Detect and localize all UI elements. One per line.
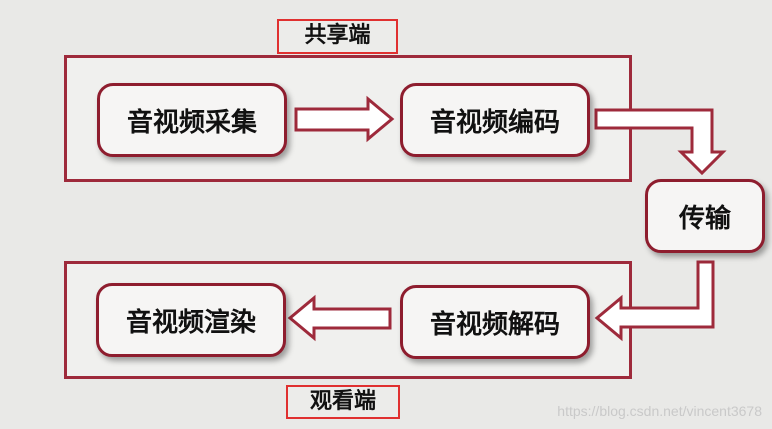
share-side-label: 共享端 [277, 19, 398, 54]
node-capture: 音视频采集 [97, 83, 287, 157]
arrow-decode-to-render [287, 294, 392, 342]
watermark-text: https://blog.csdn.net/vincent3678 [557, 403, 762, 419]
node-render: 音视频渲染 [96, 283, 286, 357]
view-side-label: 观看端 [286, 385, 400, 419]
node-encode: 音视频编码 [400, 83, 590, 157]
arrow-encode-to-transmit [594, 108, 727, 176]
arrow-transmit-to-decode [594, 260, 715, 342]
arrow-capture-to-encode [294, 95, 395, 143]
node-decode: 音视频解码 [400, 285, 590, 359]
node-transmit: 传输 [645, 179, 765, 253]
